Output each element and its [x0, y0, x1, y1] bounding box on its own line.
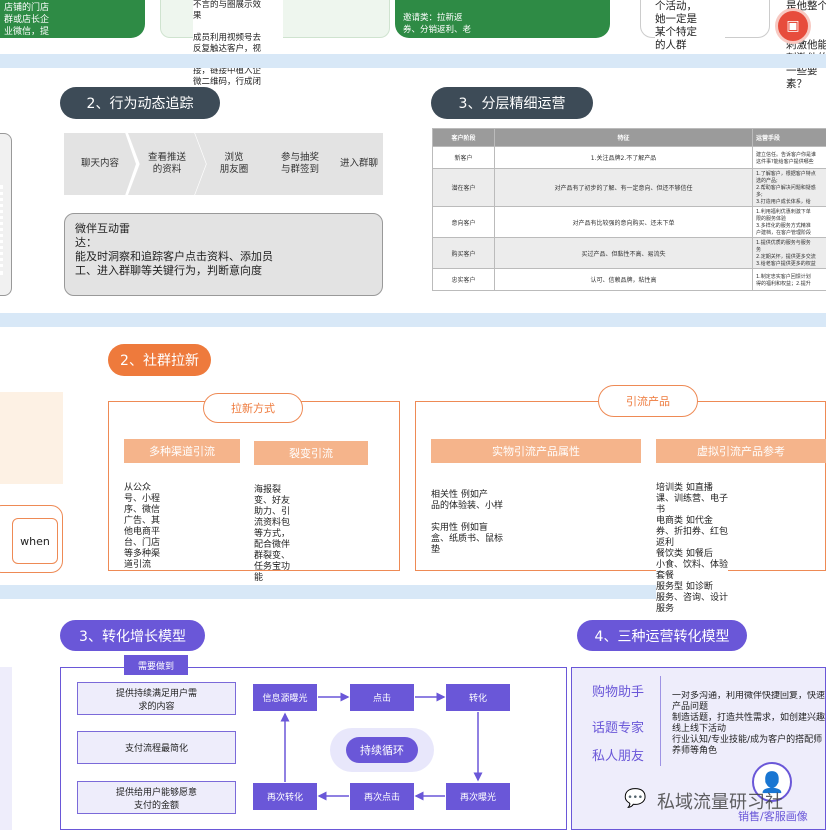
radar-text: 达： 能及时洞察和追踪客户点击资料、添加员 工、进入群聊等关键行为，判断意向度 [75, 236, 273, 277]
multi-channel-text: 从公众 号、小程 序、微信 广告、其 他电商平 台、门店 等多种渠 道引流 [124, 483, 161, 570]
persona-avatar-icon: 👤 [752, 762, 792, 802]
virtual-title: 虚拟引流产品参考 [656, 439, 826, 463]
node-click: 点击 [350, 684, 414, 711]
top-green-fragment: 邀请类：拉新返 券、分销返利、老 福利类：添加即可 [395, 0, 610, 59]
step-view-materials: 查看推送 的资料 [128, 133, 206, 195]
header-method: 运营手段 [752, 128, 826, 147]
node-convert: 转化 [446, 684, 510, 711]
watermark-text: 私域流量研习社 [657, 792, 783, 813]
modes-desc: 一对多沟通，利用微伴快捷回复，快速 产品问题 制造话题，打造共性需求，如创建兴趣… [672, 691, 826, 756]
app-logo-icon[interactable]: ▣ [775, 8, 811, 44]
layered-ops-title: 3、分层精细运营 [431, 87, 593, 119]
left-lavender-panel [0, 667, 12, 830]
role-topic-expert: 话题专家 [592, 721, 645, 736]
physical-title: 实物引流产品属性 [431, 439, 641, 463]
step-lottery-checkin: 参与抽奖 与群签到 [260, 133, 340, 195]
role-private-friend: 私人朋友 [592, 749, 645, 764]
need-label: 需要做到 [124, 655, 188, 675]
divider-bar-1 [0, 54, 826, 68]
divider-bar-3 [0, 585, 656, 599]
left-edge-dots [0, 185, 4, 275]
need-payment: 支付流程最简化 [77, 731, 236, 764]
top-right-text: 个活动， 她一定是 某个特定 的人群 [655, 0, 725, 52]
step-chat-content: 聊天内容 [64, 133, 136, 195]
table-row: 忠实客户 认可、信赖品牌，粘性高 1.制定忠实客户回馈计划 得的福利和权益；2.… [432, 268, 826, 291]
wechat-icon: 💬 [624, 788, 647, 809]
need-price: 提供给用户能够愿意 支付的金额 [77, 781, 236, 814]
step-browse-moments: 浏览 朋友圈 [195, 133, 273, 195]
divider-bar-2 [0, 313, 826, 327]
left-edge-panel [0, 133, 12, 296]
node-re-click: 再次点击 [350, 783, 414, 810]
role-shopping-assistant: 购物助手 [592, 685, 645, 700]
node-re-exposure: 再次曝光 [446, 783, 510, 810]
radar-title: 微伴互动雷 [75, 222, 130, 235]
table-row: 意向客户 对产品有比较强的意向购买、还未下单 1.利用福利优惠刺激下单 限的服务… [432, 206, 826, 238]
method-title: 拉新方式 [203, 393, 303, 423]
cycle-label: 持续循环 [346, 737, 418, 763]
cycle-arrows [280, 692, 483, 801]
behavior-tracking-title: 2、行为动态追踪 [60, 87, 220, 119]
node-exposure: 信息源曝光 [253, 684, 317, 711]
community-title: 2、社群拉新 [108, 344, 211, 376]
ops-table: 客户阶段 特征 运营手段 新客户 1.关注品牌2.不了解产品 建立信任。告诉客户… [432, 128, 826, 291]
modes-box [571, 667, 826, 830]
virtual-text: 培训类 如直播 课、训练营、电子 书 电商类 如代金 券、折扣券、红包 返利 餐… [656, 483, 729, 615]
fission-text: 海报裂 变、好友 助力、引 流资料包 等方式， 配合微伴 群裂变、 任务宝功 能 [254, 485, 291, 583]
when-box: when [12, 518, 58, 564]
fission-title: 裂变引流 [254, 441, 368, 465]
table-row: 购买客户 买过产品、但黏性不高、易流失 1.提供优质的服务与服务 务 2.定期关… [432, 237, 826, 269]
left-cream-panel [0, 392, 63, 484]
product-title: 引流产品 [598, 385, 698, 417]
persona-label: 销售/客服画像 [738, 810, 808, 823]
need-content: 提供持续满足用户需 求的内容 [77, 682, 236, 715]
modes-divider [660, 676, 661, 766]
physical-text: 相关性 例如产 品的体验装、小样 实用性 例如盲 盒、纸质书、鼠标 垫 [431, 490, 504, 555]
radar-box: 微伴互动雷 达： 能及时洞察和追踪客户点击资料、添加员 工、进入群聊等关键行为，… [64, 213, 383, 296]
growth-model-title: 3、转化增长模型 [60, 620, 205, 651]
top-mid-text: 不言的与圈展示效 果 成员利用视频号去 反复触达客户，视 频号内放置文章链 接，… [193, 0, 283, 99]
node-re-convert: 再次转化 [253, 783, 317, 810]
table-row: 潜在客户 对产品有了初步的了解、有一定意向、但还不够信任 1.了解客户，根据客户… [432, 168, 826, 207]
ops-table-wrap: 客户阶段 特征 运营手段 新客户 1.关注品牌2.不了解产品 建立信任。告诉客户… [432, 128, 826, 296]
multi-channel-title: 多种渠道引流 [124, 439, 240, 463]
three-modes-title: 4、三种运营转化模型 [577, 620, 747, 651]
table-row: 新客户 1.关注品牌2.不了解产品 建立信任。告诉客户你是谁 这件事?能给客户提… [432, 146, 826, 169]
header-stage: 客户阶段 [432, 128, 495, 147]
header-feature: 特征 [494, 128, 753, 147]
top-left-fragment: 店铺的门店 群或店长企 业微信，提 [0, 0, 145, 38]
